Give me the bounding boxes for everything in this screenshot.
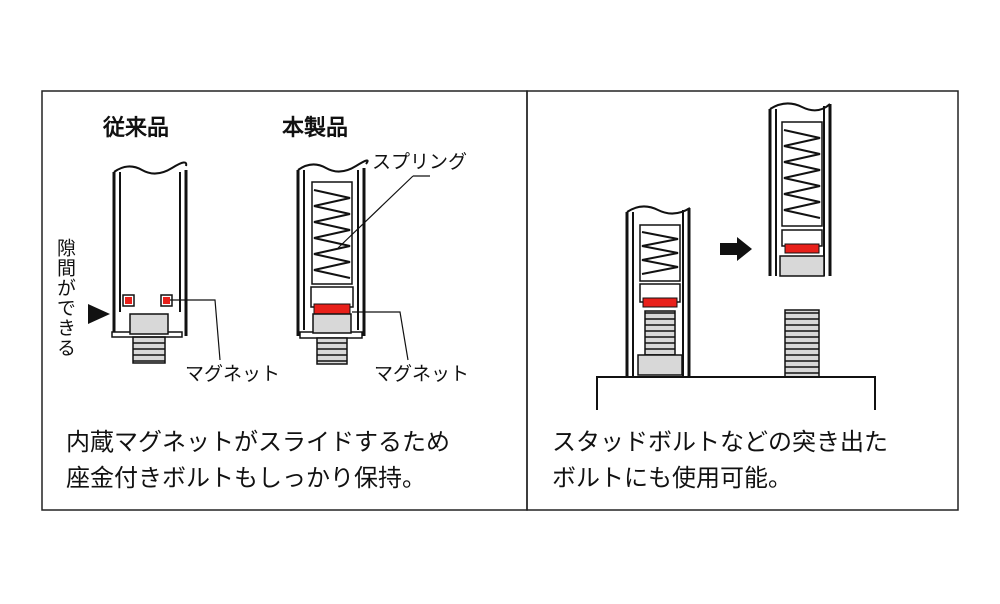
heading-conventional: 従来品 <box>103 116 170 141</box>
conventional-socket-diagram <box>88 161 221 364</box>
left-caption-line1: 内蔵マグネットがスライドするため <box>66 428 450 456</box>
magnet-label-new: マグネット <box>374 363 470 385</box>
new-socket-diagram <box>296 159 430 365</box>
stud-bolt <box>784 309 820 378</box>
gap-label: 隙間ができる <box>54 238 76 358</box>
right-panel-frame <box>526 90 959 511</box>
stud-socket-installed <box>625 205 691 376</box>
right-caption-line2: ボルトにも使用可能。 <box>552 464 792 492</box>
spring-label: スプリング <box>372 151 468 173</box>
gap-arrow-icon <box>88 304 110 324</box>
left-caption-line2: 座金付きボルトもしっかり保持。 <box>66 464 426 492</box>
right-caption-line1: スタッドボルトなどの突き出た <box>552 428 888 456</box>
magnet-label-conventional: マグネット <box>185 363 281 385</box>
stud-socket-lifted <box>768 102 832 277</box>
base-plate <box>596 376 876 410</box>
spring-coil <box>313 189 351 279</box>
heading-new-product: 本製品 <box>282 116 349 141</box>
right-arrow-icon <box>720 237 752 261</box>
